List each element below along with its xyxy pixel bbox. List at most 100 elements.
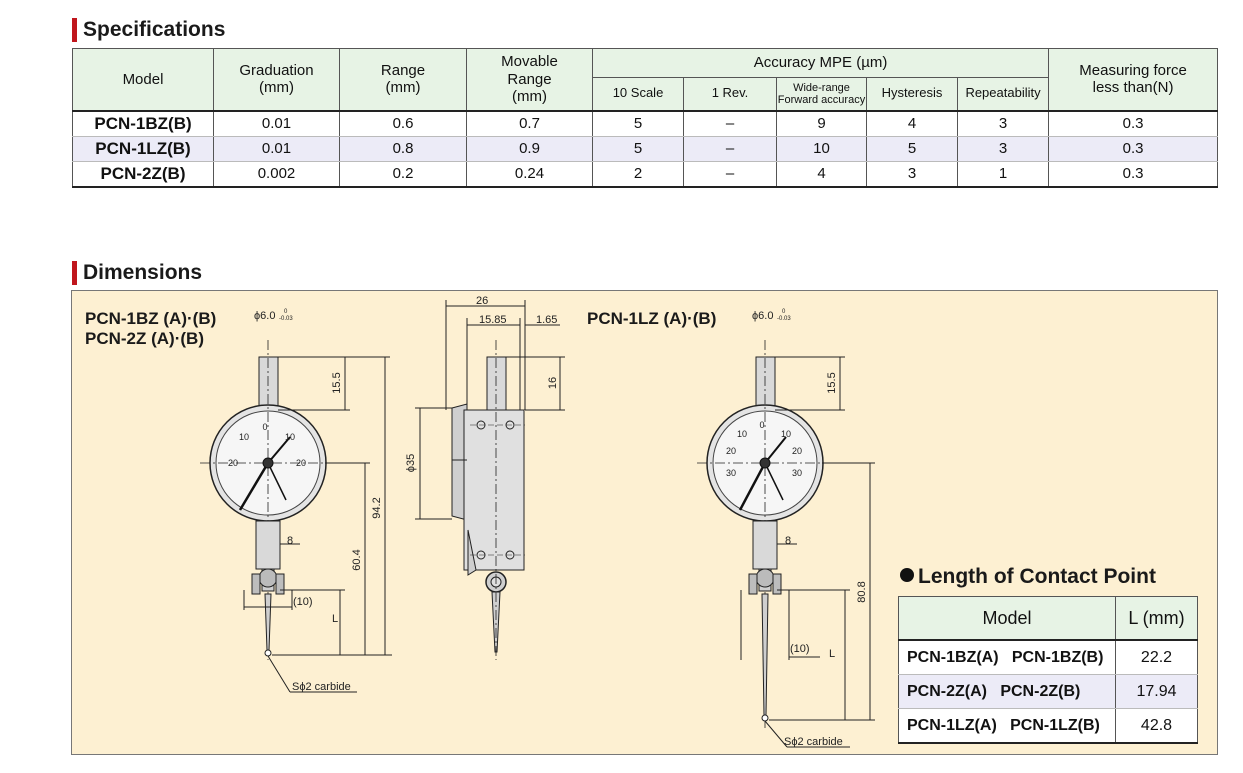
length-table: Model L (mm) PCN-1BZ(A) PCN-1BZ(B) 22.2 … [898,596,1198,744]
cell-hysteresis: 4 [866,109,958,137]
svg-text:15.85: 15.85 [479,314,507,326]
svg-text:0: 0 [759,420,764,430]
svg-text:ϕ6.0: ϕ6.0 [752,310,773,322]
table-row: PCN-2Z(A) PCN-2Z(B) 17.94 [898,674,1198,709]
cell-length: 17.94 [1115,674,1198,709]
right-dimension-labels: ϕ6.0 0 -0.03 15.5 80.8 8 (10) L Sϕ2 carb… [752,309,868,748]
heading-marker [72,261,77,285]
svg-text:(10): (10) [293,596,313,608]
svg-text:-0.03: -0.03 [777,316,791,322]
svg-text:20: 20 [792,446,802,456]
svg-text:Sϕ2 carbide: Sϕ2 carbide [292,681,351,693]
cell-rev1: – [683,136,777,162]
cell-repeatability: 3 [956,109,1050,137]
cell-graduation: 0.002 [213,161,340,188]
cell-model: PCN-1BZ(B) [72,109,214,137]
length-heading: Length of Contact Point [900,565,1156,589]
svg-text:-0.03: -0.03 [279,316,293,322]
cell-model: PCN-2Z(A) PCN-2Z(B) [898,674,1116,709]
drawing-label-pcn-2z: PCN-2Z (A)·(B) [85,329,204,348]
cell-graduation: 0.01 [213,136,340,162]
col-range: Range(mm) [339,48,467,111]
svg-text:20: 20 [726,446,736,456]
length-title: Length of Contact Point [918,565,1156,588]
svg-text:94.2: 94.2 [371,497,383,518]
cell-repeatability: 1 [956,161,1050,188]
table-row: PCN-1LZ(A) PCN-1LZ(B) 42.8 [898,708,1198,744]
side-dimension-labels: 26 15.85 1.65 16 ϕ35 [405,295,559,472]
cell-wide: 9 [776,109,867,137]
cell-scale10: 5 [592,136,684,162]
right-dial-numbers: 0 10 10 20 20 30 30 [726,420,802,478]
col-repeatability: Repeatability [956,77,1050,111]
svg-text:L: L [829,648,835,660]
col-accuracy: Accuracy MPE (µm) [591,48,1050,78]
cell-wide: 4 [776,161,867,188]
bullet-icon [900,568,914,583]
drawing-label-pcn-1bz: PCN-1BZ (A)·(B) [85,309,217,328]
svg-text:10: 10 [239,432,249,442]
svg-text:30: 30 [726,468,736,478]
svg-text:0: 0 [782,309,786,315]
cell-movable: 0.24 [466,161,593,188]
col-graduation: Graduation(mm) [213,48,340,111]
svg-text:10: 10 [781,429,791,439]
table-row: PCN-1BZ(B) 0.01 0.6 0.7 5 – 9 4 3 0.3 [72,109,1219,137]
cell-movable: 0.9 [466,136,593,162]
svg-text:30: 30 [792,468,802,478]
svg-text:20: 20 [228,458,238,468]
cell-model: PCN-1LZ(A) PCN-1LZ(B) [898,708,1116,744]
col-length: L (mm) [1115,596,1198,641]
cell-rev1: – [683,109,777,137]
left-dial-drawing [200,340,392,693]
cell-force: 0.3 [1048,109,1219,137]
svg-text:0: 0 [284,309,288,315]
svg-text:26: 26 [476,295,488,307]
col-hysteresis: Hysteresis [866,77,958,111]
cell-hysteresis: 5 [866,136,958,162]
specifications-heading: Specifications [72,17,225,43]
side-view-drawing [415,300,565,660]
cell-range: 0.8 [339,136,467,162]
cell-force: 0.3 [1048,161,1219,188]
heading-marker [72,18,77,42]
svg-text:(10): (10) [790,643,810,655]
cell-movable: 0.7 [466,109,593,137]
svg-text:60.4: 60.4 [351,549,363,570]
cell-length: 22.2 [1115,639,1198,675]
svg-text:10: 10 [737,429,747,439]
svg-text:15.5: 15.5 [331,372,343,393]
specifications-title: Specifications [83,18,226,41]
table-row: PCN-1LZ(B) 0.01 0.8 0.9 5 – 10 5 3 0.3 [72,136,1219,162]
cell-length: 42.8 [1115,708,1198,744]
cell-model: PCN-1LZ(B) [72,136,214,162]
drawing-label-pcn-1lz: PCN-1LZ (A)·(B) [587,309,717,328]
table-row: PCN-2Z(B) 0.002 0.2 0.24 2 – 4 3 1 0.3 [72,161,1219,188]
cell-wide: 10 [776,136,867,162]
cell-hysteresis: 3 [866,161,958,188]
dimensions-heading: Dimensions [72,260,202,286]
svg-text:8: 8 [287,535,293,547]
col-model: Model [72,48,214,111]
svg-text:10: 10 [285,432,295,442]
svg-text:1.65: 1.65 [536,314,557,326]
svg-text:ϕ35: ϕ35 [405,454,417,472]
left-dial-numbers: 0 10 10 20 20 [228,422,306,468]
svg-text:Sϕ2 carbide: Sϕ2 carbide [784,736,843,748]
right-dial-drawing [697,340,877,748]
svg-text:80.8: 80.8 [856,581,868,602]
svg-text:ϕ6.0: ϕ6.0 [254,310,275,322]
cell-scale10: 5 [592,109,684,137]
cell-force: 0.3 [1048,136,1219,162]
svg-text:15.5: 15.5 [826,372,838,393]
cell-range: 0.2 [339,161,467,188]
cell-model: PCN-1BZ(A) PCN-1BZ(B) [898,639,1116,675]
left-dimension-labels: ϕ6.0 0 -0.03 15.5 94.2 60.4 8 (10) L Sϕ2… [254,309,383,693]
col-model: Model [898,596,1116,641]
cell-repeatability: 3 [956,136,1050,162]
